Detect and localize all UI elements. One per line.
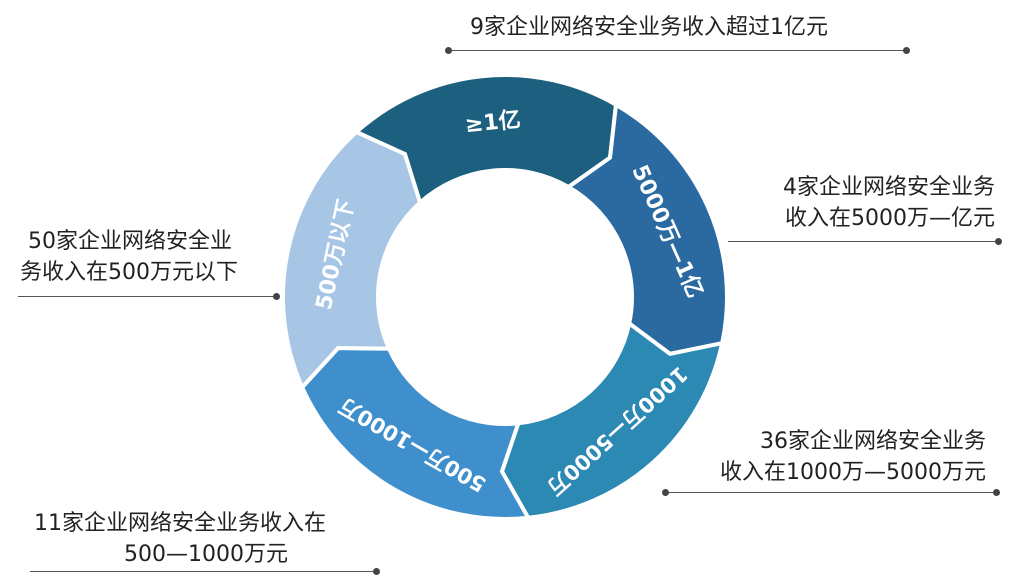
callout-under-5m-rule: [18, 296, 276, 297]
callout-under-5m: 50家企业网络安全业 务收入在500万元以下: [20, 226, 238, 288]
callout-50m-100m-line2: 收入在5000万—亿元: [785, 206, 995, 231]
callout-under-5m-line1: 50家企业网络安全业: [28, 229, 232, 254]
donut-segments: [281, 73, 729, 521]
callout-50m-100m-dot: [995, 238, 1002, 245]
callout-5m-10m-line1: 11家企业网络安全业务收入在: [34, 511, 326, 536]
callout-10m-50m-dot-end: [993, 489, 1000, 496]
callout-over-100m-line1: 9家企业网络安全业务收入超过1亿元: [470, 15, 828, 40]
callout-over-100m-dot-end: [903, 47, 910, 54]
callout-under-5m-line2: 务收入在500万元以下: [20, 260, 238, 285]
donut-segment-under-5m: [281, 129, 423, 391]
callout-10m-50m: 36家企业网络安全业务 收入在1000万—5000万元: [682, 426, 986, 488]
callout-over-100m-dot: [445, 47, 452, 54]
callout-50m-100m-line1: 4家企业网络安全业务: [783, 175, 995, 200]
callout-10m-50m-line2: 收入在1000万—5000万元: [720, 460, 986, 485]
callout-50m-100m: 4家企业网络安全业务 收入在5000万—亿元: [733, 172, 995, 234]
callout-10m-50m-dot: [662, 489, 669, 496]
callout-under-5m-dot: [273, 293, 280, 300]
callout-10m-50m-rule: [665, 492, 995, 493]
callout-50m-100m-rule: [728, 241, 998, 242]
segment-label-over-100m: ≥1亿: [464, 108, 522, 139]
callout-over-100m: 9家企业网络安全业务收入超过1亿元: [470, 12, 828, 43]
callout-5m-10m: 11家企业网络安全业务收入在 500—1000万元: [34, 508, 326, 570]
callout-over-100m-rule: [448, 50, 906, 51]
callout-5m-10m-dot: [373, 568, 380, 575]
callout-5m-10m-rule: [30, 571, 376, 572]
callout-10m-50m-line1: 36家企业网络安全业务: [760, 429, 986, 454]
callout-5m-10m-line2: 500—1000万元: [124, 542, 288, 567]
